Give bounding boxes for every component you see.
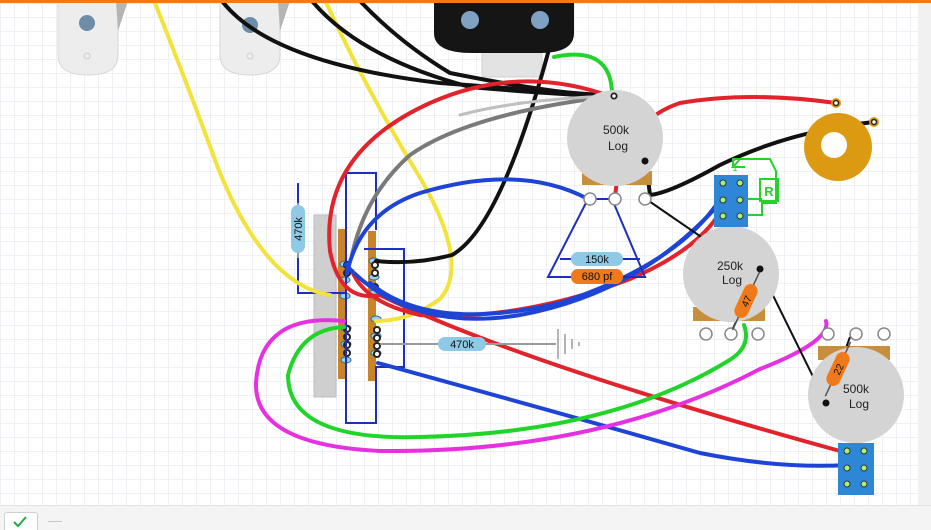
pickup-neck bbox=[57, 3, 128, 76]
switch-jumper-outline-right bbox=[345, 239, 405, 424]
check-icon bbox=[13, 516, 27, 528]
status-tab[interactable] bbox=[4, 512, 38, 530]
pickup-bridge bbox=[434, 3, 574, 78]
pot-volume-value: 500k bbox=[603, 123, 630, 137]
capacitor-47: 47 bbox=[731, 271, 761, 331]
dot-label: 1 bbox=[732, 163, 737, 173]
pot-tone-250k: 250k Log 47 bbox=[683, 226, 779, 341]
resistor-symbol-label: R bbox=[764, 184, 774, 199]
capacitor-680pf-label: 680 pf bbox=[582, 271, 614, 283]
capacitor-680pf bbox=[571, 269, 623, 284]
pot-tone2-value: 500k bbox=[843, 382, 870, 396]
pot-tone2-taper: Log bbox=[849, 397, 869, 411]
resistor-150k-label: 150k bbox=[585, 254, 609, 266]
five-way-switch bbox=[313, 214, 382, 398]
capacitor-47-label: 47 bbox=[740, 294, 755, 309]
terminal-block-lower bbox=[838, 443, 874, 495]
pot-tone-500k: 500k Log 22 bbox=[808, 327, 904, 443]
resistor-470k-ground-label: 470k bbox=[450, 339, 474, 351]
capacitor-22-label: 22 bbox=[832, 362, 847, 377]
resistor-cap-network: 150k 680 pf bbox=[546, 198, 647, 284]
pot-volume-taper: Log bbox=[608, 139, 628, 153]
wiring-diagram: 150k 680 pf 470k 470k 500k Log bbox=[57, 3, 904, 495]
wires bbox=[152, 3, 876, 468]
resistor-470k-switch: 470k bbox=[291, 203, 305, 258]
wiring-diagram-canvas[interactable]: 150k 680 pf 470k 470k 500k Log bbox=[0, 3, 918, 505]
capacitor-22: 22 bbox=[824, 341, 852, 397]
resistor-470k-switch-label: 470k bbox=[293, 217, 305, 241]
wire-joints bbox=[610, 92, 878, 126]
vertical-scrollbar[interactable] bbox=[918, 3, 931, 505]
pickup-middle bbox=[219, 3, 290, 76]
pot-tone1-value: 250k bbox=[717, 259, 744, 273]
resistor-150k bbox=[571, 252, 623, 266]
output-jack bbox=[804, 98, 879, 181]
terminal-block-upper: R 1 bbox=[714, 158, 779, 227]
top-accent-bar bbox=[0, 0, 931, 3]
resistor-470k-ground: 470k bbox=[380, 329, 580, 359]
switch-jumper-outline-left bbox=[297, 172, 377, 294]
pot-tone1-taper: Log bbox=[722, 273, 742, 287]
bottom-status-bar bbox=[0, 505, 931, 530]
ground-symbol bbox=[557, 329, 580, 359]
status-indicator bbox=[48, 521, 62, 526]
